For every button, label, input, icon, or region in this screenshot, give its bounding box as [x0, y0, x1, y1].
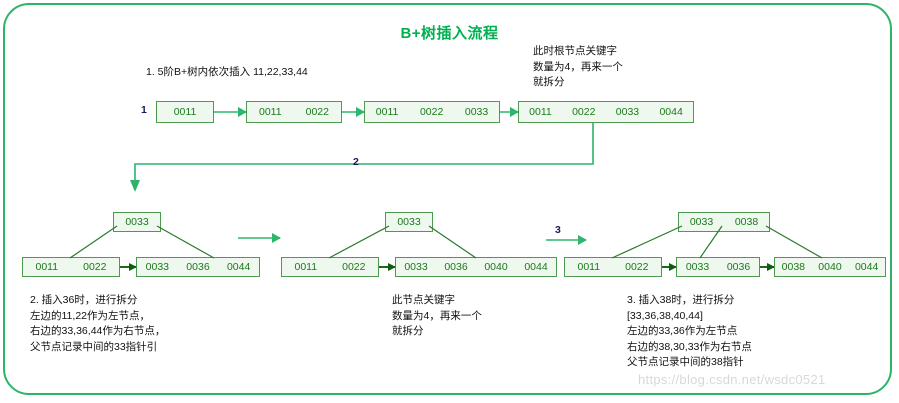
- node-key: 0033: [145, 261, 169, 273]
- tree1-leaf-0[interactable]: 0011 0022: [22, 257, 120, 277]
- node-key: 0022: [419, 106, 444, 118]
- node-key: 0011: [577, 261, 601, 273]
- node-key: 0044: [854, 261, 879, 273]
- tree2-caption: 此节点关键字 数量为4，再来一个 就拆分: [392, 294, 482, 337]
- tree3-leaf-link-1: [760, 263, 775, 270]
- node-key: 0011: [375, 106, 399, 118]
- node-key: 0044: [524, 261, 548, 273]
- node-key: 0033: [125, 216, 149, 228]
- node-key: 0033: [685, 261, 710, 273]
- tree3-leaf-link-0: [662, 263, 677, 270]
- node-key: 0044: [659, 106, 683, 118]
- step-label-1: 1: [141, 104, 147, 116]
- tree3-leaf-0[interactable]: 0011 0022: [564, 257, 662, 277]
- node-key: 0011: [173, 106, 197, 118]
- tree1-caption: 2. 插入36时，进行拆分 左边的11,22作为左节点， 右边的33,36,44…: [30, 294, 166, 353]
- node-key: 0038: [734, 216, 759, 228]
- node-key: 0022: [83, 261, 107, 273]
- tree1-leaf-1[interactable]: 0033 0036 0044: [136, 257, 260, 277]
- node-key: 0022: [625, 261, 649, 273]
- tree3-leaf-1[interactable]: 0033 0036: [676, 257, 760, 277]
- tree2-leaf-1[interactable]: 0033 0036 0040 0044: [395, 257, 557, 277]
- tree1-leaf-link: [120, 263, 137, 270]
- node-key: 0036: [726, 261, 751, 273]
- node-key: 0036: [444, 261, 468, 273]
- connector-label-2: 2: [353, 156, 359, 168]
- arrow-label-3: 3: [555, 224, 561, 236]
- node-row1-1[interactable]: 0011 0022: [246, 101, 342, 123]
- node-key: 0033: [615, 106, 640, 118]
- node-key: 0040: [818, 261, 842, 273]
- node-key: 0011: [259, 106, 282, 118]
- tree2-root[interactable]: 0033: [385, 212, 433, 232]
- watermark: https://blog.csdn.net/wsdc0521: [638, 372, 826, 387]
- row1-caption: 1. 5阶B+树内依次插入 11,22,33,44: [146, 66, 308, 78]
- arrow-tree1-to-tree2: [238, 233, 281, 243]
- node-key: 0044: [226, 261, 251, 273]
- node-key: 0033: [464, 106, 489, 118]
- arrow-tree2-to-tree3: [546, 235, 587, 245]
- tree3-caption: 3. 插入38时，进行拆分 [33,36,38,40,44] 左边的33,36作…: [627, 294, 752, 368]
- node-key: 0022: [342, 261, 366, 273]
- node-key: 0033: [404, 261, 428, 273]
- tree3-leaf-2[interactable]: 0038 0040 0044: [774, 257, 886, 277]
- node-key: 0022: [305, 106, 329, 118]
- node-key: 0033: [397, 216, 421, 228]
- node-key: 0033: [689, 216, 714, 228]
- tree1-root[interactable]: 0033: [113, 212, 161, 232]
- row1-note: 此时根节点关键字 数量为4，再来一个 就拆分: [533, 45, 623, 88]
- node-key: 0036: [186, 261, 210, 273]
- arrow-row1-0-to-1: [214, 107, 247, 117]
- node-row1-3[interactable]: 0011 0022 0033 0044: [518, 101, 694, 123]
- tree2-leaf-link: [379, 263, 396, 270]
- diagram-frame: [3, 3, 892, 395]
- connector-step-2: [120, 120, 610, 195]
- node-key: 0040: [484, 261, 508, 273]
- node-key: 0038: [781, 261, 805, 273]
- node-key: 0011: [294, 261, 318, 273]
- node-key: 0022: [572, 106, 596, 118]
- node-key: 0011: [35, 261, 59, 273]
- arrow-row1-1-to-2: [342, 107, 365, 117]
- node-row1-0[interactable]: 0011: [156, 101, 214, 123]
- tree3-root[interactable]: 0033 0038: [678, 212, 770, 232]
- tree2-leaf-0[interactable]: 0011 0022: [281, 257, 379, 277]
- node-key: 0011: [529, 106, 552, 118]
- page-title: B+树插入流程: [400, 25, 499, 42]
- arrow-row1-2-to-3: [500, 107, 519, 117]
- node-row1-2[interactable]: 0011 0022 0033: [364, 101, 500, 123]
